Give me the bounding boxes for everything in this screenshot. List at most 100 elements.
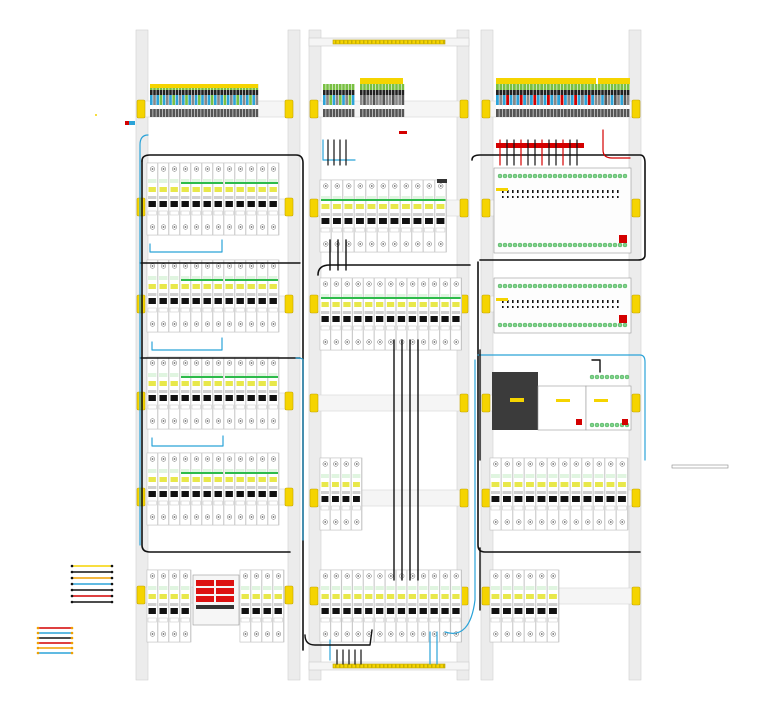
breaker-id <box>235 210 245 216</box>
terminal-top <box>574 84 577 90</box>
breaker-id <box>268 210 278 216</box>
terminal-label <box>496 105 499 109</box>
terminal-body <box>509 95 513 105</box>
wire <box>304 629 373 646</box>
terminal-screw <box>398 90 401 95</box>
screw-head <box>393 185 396 187</box>
breaker-top-label <box>192 179 201 183</box>
relay-terminal <box>522 173 528 179</box>
breaker-top-label <box>170 469 179 473</box>
terminal-body <box>175 95 179 105</box>
breaker-top-label <box>397 586 406 590</box>
breaker-rating-tag <box>413 204 422 209</box>
breaker-top-label <box>408 586 417 590</box>
busbar-tooth <box>395 664 397 668</box>
relay-led <box>612 190 614 193</box>
terminal-top <box>584 84 588 90</box>
breaker-toggle <box>263 608 271 614</box>
terminal-screw <box>496 90 499 95</box>
relay-terminal <box>497 322 503 328</box>
breaker-window <box>203 390 212 393</box>
legend-wire-end <box>36 646 40 650</box>
terminal-bottom <box>598 109 601 117</box>
breaker-id <box>440 325 450 331</box>
screw-head <box>552 575 555 577</box>
breaker-window <box>525 603 535 606</box>
relay-terminal <box>607 283 613 289</box>
breaker-rating-tag <box>452 594 460 599</box>
breaker-rating-tag <box>526 482 534 487</box>
busbar-tooth <box>407 664 409 668</box>
relay-terminal <box>557 242 563 248</box>
screw-head <box>217 323 220 325</box>
terminal-label <box>570 105 574 109</box>
breaker-id <box>407 617 417 623</box>
breaker-toggle <box>379 218 387 224</box>
terminal-bottom <box>530 109 533 117</box>
terminal-body <box>220 95 223 105</box>
breaker-window <box>491 603 500 606</box>
breaker-toggle <box>386 608 395 614</box>
breaker-rating-tag <box>159 187 167 192</box>
terminal-bottom <box>499 109 503 117</box>
breaker-id <box>262 617 272 623</box>
screw-head <box>357 341 360 343</box>
breaker-toggle <box>159 201 167 207</box>
terminal-body <box>519 95 523 105</box>
breaker-window <box>159 196 168 199</box>
breaker-rating-tag <box>192 187 200 192</box>
breaker-id <box>147 500 157 506</box>
terminal-label <box>188 105 191 109</box>
breaker-toggle <box>192 395 200 401</box>
terminal-label <box>210 105 214 109</box>
terminal-body <box>591 95 594 105</box>
relay-terminal <box>567 322 573 328</box>
legend-wire-end <box>110 570 114 574</box>
screw-head <box>517 575 520 577</box>
screw-head <box>389 575 392 577</box>
terminal-body <box>502 95 506 105</box>
rail-end-clamp <box>136 99 146 119</box>
breaker-window <box>548 603 558 606</box>
screw-head <box>206 226 209 228</box>
screw-head <box>184 633 187 635</box>
breaker-row <box>146 452 280 526</box>
rail-end-clamp <box>309 488 319 508</box>
breaker-rating-tag <box>354 594 362 599</box>
screw-head <box>324 575 327 577</box>
screw-head <box>272 168 275 170</box>
relay-terminal <box>532 283 538 289</box>
breaker-rating-tag <box>408 302 416 307</box>
breaker-rating-tag <box>225 284 233 289</box>
breaker-window <box>159 390 168 393</box>
terminal-label <box>536 105 540 109</box>
breaker-window <box>451 603 461 606</box>
relay-led <box>582 300 584 303</box>
terminal-body <box>401 95 405 105</box>
screw-head <box>335 341 338 343</box>
screw-head <box>455 341 458 343</box>
relay-terminal <box>592 173 598 179</box>
rail-end-clamp <box>136 294 146 314</box>
screw-head <box>598 521 601 523</box>
breaker-toggle <box>258 298 266 304</box>
breaker-window <box>430 311 439 314</box>
terminal-bottom <box>604 109 607 117</box>
breaker-window <box>269 486 278 489</box>
breaker-top-label <box>502 586 512 590</box>
terminal-screw <box>574 90 577 95</box>
busbar-tooth <box>347 664 349 668</box>
breaker-toggle <box>181 491 189 497</box>
breaker-toggle <box>514 608 523 614</box>
relay-terminal <box>607 322 613 328</box>
terminal-bottom <box>233 109 236 117</box>
terminal-screw <box>332 90 336 95</box>
terminal-screw <box>550 90 554 95</box>
terminal-bottom <box>591 109 594 117</box>
terminal-label <box>604 105 607 109</box>
relay-led <box>542 196 544 198</box>
breaker-id <box>180 617 190 623</box>
screw-head <box>272 420 275 422</box>
breaker-window <box>321 603 330 606</box>
breaker-id <box>331 617 341 623</box>
